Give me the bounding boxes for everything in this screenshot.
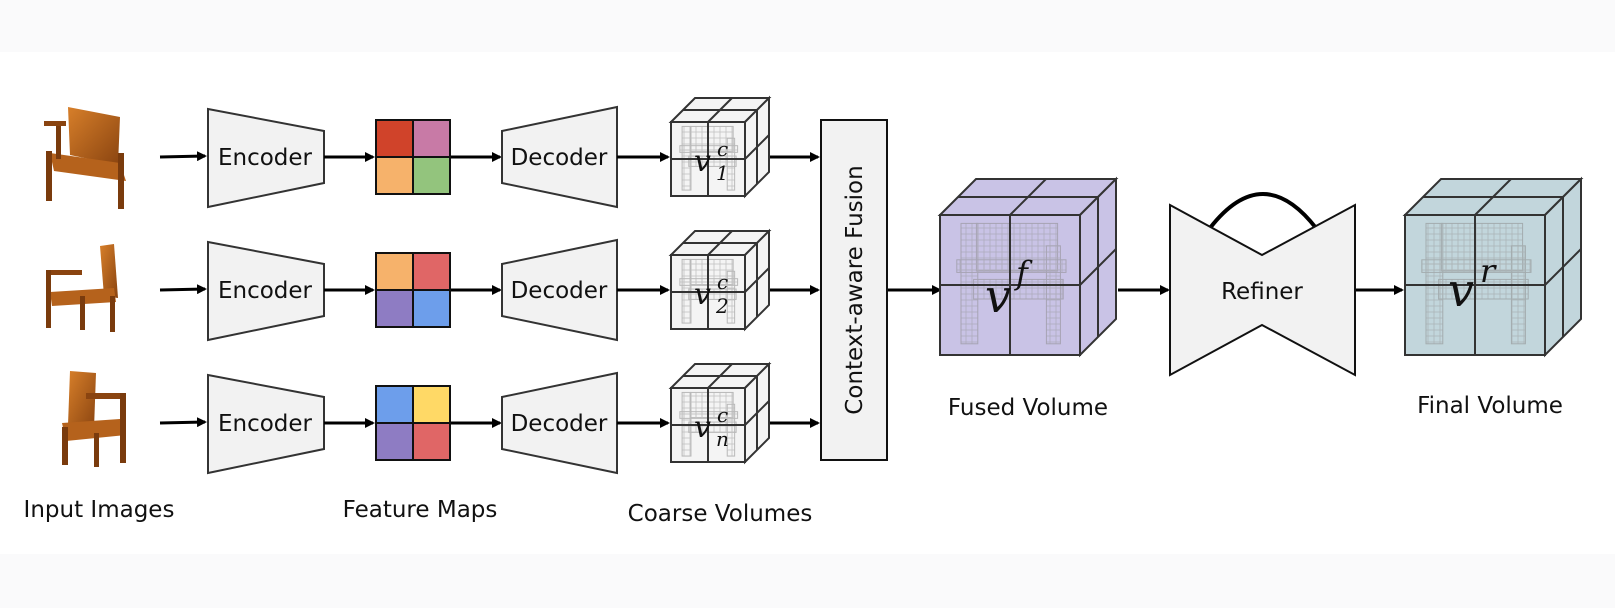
feature-map-cell (375, 422, 414, 461)
coarse-volume-superscript: c (717, 270, 728, 294)
final-volume-label: v (1448, 263, 1474, 317)
refiner-block: Refiner (1169, 192, 1356, 377)
feature-map-cell (375, 156, 414, 195)
encoder-block (207, 373, 325, 475)
coarse-volume-superscript: c (717, 403, 728, 427)
feature-map-grid (375, 119, 451, 195)
encoder-block (207, 240, 325, 342)
fusion-box (820, 119, 888, 461)
coarse-volume-label: v (694, 410, 711, 445)
feature-map-cell (412, 252, 451, 291)
feature-map-cell (412, 289, 451, 328)
coarse-volume-superscript: c (717, 137, 728, 161)
fused-volume-caption: Fused Volume (948, 395, 1108, 421)
coarse-volumes-caption: Coarse Volumes (628, 501, 813, 527)
arrow-image-to-encoder (159, 417, 207, 428)
coarse-volume-shape (668, 228, 772, 332)
feature-map-cell (375, 119, 414, 158)
fusion-block: Context-aware Fusion (820, 119, 888, 461)
coarse-volume-subscript: n (716, 427, 729, 451)
feature-maps-caption: Feature Maps (343, 497, 498, 523)
refiner-shape (1169, 203, 1356, 377)
input-image-chair (44, 107, 126, 209)
feature-map-cell (412, 156, 451, 195)
feature-map-cell (412, 422, 451, 461)
final-volume-voxel-chair (1421, 222, 1532, 345)
fused-volume-shape (937, 176, 1119, 358)
feature-map-cell (375, 289, 414, 328)
feature-map-cell (412, 385, 451, 424)
encoder-label: Encoder (218, 278, 313, 304)
refiner-skip-connection (1208, 192, 1318, 230)
decoder-label: Decoder (511, 411, 608, 437)
coarse-volume-label: v (694, 144, 711, 179)
coarse-volume-shape (668, 95, 772, 199)
coarse-volume-shape (668, 361, 772, 465)
final-volume-superscript: r (1480, 252, 1497, 290)
feature-map-grid (375, 385, 451, 461)
input-image-chair (46, 244, 118, 332)
input-images-caption: Input Images (24, 497, 175, 523)
arrow-image-to-encoder (159, 151, 207, 162)
decoder-label: Decoder (511, 278, 608, 304)
decoder-label: Decoder (511, 145, 608, 171)
refiner-label: Refiner (1221, 279, 1303, 305)
feature-map-cell (375, 385, 414, 424)
decoder-block (501, 238, 618, 342)
feature-map-cell (412, 119, 451, 158)
encoder-label: Encoder (218, 411, 313, 437)
feature-map-grid (375, 252, 451, 328)
arrow-image-to-encoder (159, 284, 207, 295)
final-volume-shape (1402, 176, 1584, 358)
decoder-block (501, 371, 618, 475)
coarse-volume-label: v (694, 277, 711, 312)
encoder-block (207, 107, 325, 209)
feature-map-cell (375, 252, 414, 291)
fused-volume-label: v (985, 269, 1011, 323)
encoder-label: Encoder (218, 145, 313, 171)
coarse-volume-subscript: 1 (716, 161, 729, 185)
coarse-volume-subscript: 2 (715, 294, 729, 318)
decoder-block (501, 105, 618, 209)
input-image-chair (62, 371, 126, 467)
fusion-label: Context-aware Fusion (842, 165, 868, 414)
final-volume-caption: Final Volume (1417, 393, 1563, 419)
